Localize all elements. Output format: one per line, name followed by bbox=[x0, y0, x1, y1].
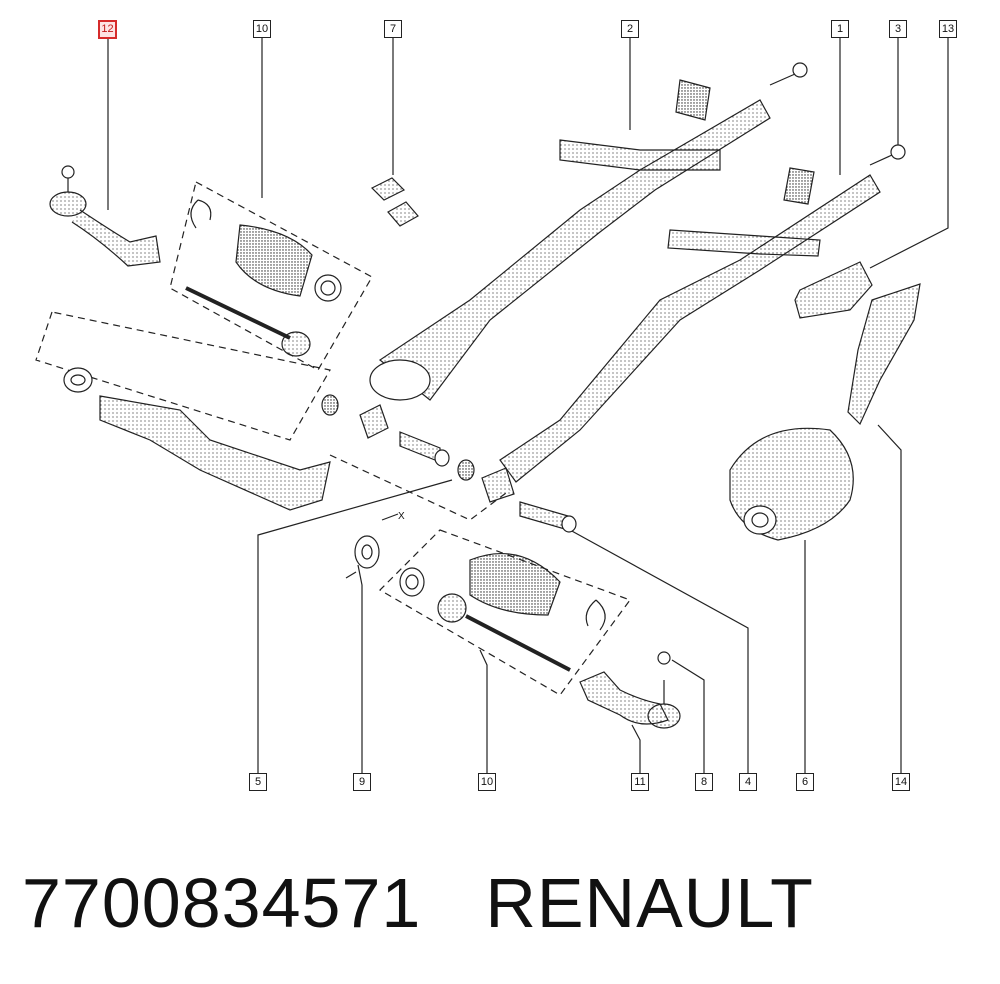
callout-14[interactable]: 14 bbox=[892, 773, 910, 791]
brand-name: RENAULT bbox=[485, 864, 814, 942]
steering-column-upper bbox=[359, 62, 808, 467]
callout-5[interactable]: 5 bbox=[249, 773, 267, 791]
callout-4[interactable]: 4 bbox=[739, 773, 757, 791]
callout-2[interactable]: 2 bbox=[621, 20, 639, 38]
callout-3[interactable]: 3 bbox=[889, 20, 907, 38]
callout-6[interactable]: 6 bbox=[796, 773, 814, 791]
diagram-drawing: X bbox=[35, 38, 949, 775]
lock-washer bbox=[345, 513, 399, 579]
dashed-groups bbox=[35, 181, 631, 696]
exploded-parts-diagram: X 12 10 7 2 1 3 13 5 9 10 11 8 4 6 14 bbox=[35, 20, 957, 791]
steering-boot-upper bbox=[185, 199, 342, 357]
callout-8[interactable]: 8 bbox=[695, 773, 713, 791]
leader-lines bbox=[107, 38, 949, 775]
callout-11[interactable]: 11 bbox=[631, 773, 649, 791]
column-bracket bbox=[794, 261, 873, 319]
part-caption: 7700834571 RENAULT bbox=[22, 858, 982, 948]
tie-rod-end-right bbox=[579, 651, 681, 729]
axis-mark: X bbox=[398, 511, 405, 522]
column-dust-boot bbox=[729, 427, 854, 541]
callout-1[interactable]: 1 bbox=[831, 20, 849, 38]
callout-10-upper[interactable]: 10 bbox=[253, 20, 271, 38]
callout-13[interactable]: 13 bbox=[939, 20, 957, 38]
callout-10-lower[interactable]: 10 bbox=[478, 773, 496, 791]
column-cover-panel bbox=[847, 283, 921, 426]
half-clips bbox=[370, 177, 419, 227]
part-number: 7700834571 bbox=[22, 864, 422, 942]
callout-7[interactable]: 7 bbox=[384, 20, 402, 38]
callout-9[interactable]: 9 bbox=[353, 773, 371, 791]
steering-column-lower bbox=[481, 144, 906, 533]
tie-rod-end-left bbox=[49, 165, 161, 267]
steering-boot-lower bbox=[399, 553, 606, 672]
callout-12[interactable]: 12 bbox=[98, 20, 117, 39]
steering-rack bbox=[63, 367, 475, 511]
